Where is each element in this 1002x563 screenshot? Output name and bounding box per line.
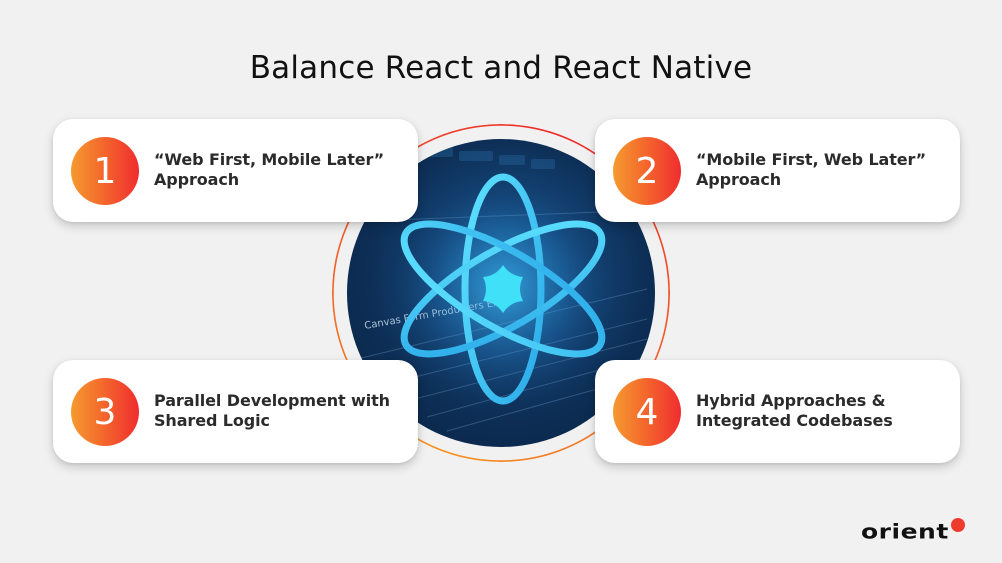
logo-dot-icon — [950, 518, 965, 532]
approach-label: Hybrid Approaches & Integrated Codebases — [696, 391, 893, 430]
number-badge: 1 — [71, 137, 139, 205]
number-badge: 4 — [613, 378, 681, 446]
approach-card-4: 4 Hybrid Approaches & Integrated Codebas… — [595, 360, 960, 463]
orient-logo: orient — [861, 514, 965, 544]
approach-card-2: 2 “Mobile First, Web Later” Approach — [595, 119, 960, 222]
approach-card-1: 1 “Web First, Mobile Later” Approach — [53, 119, 418, 222]
logo-wordmark: orient — [861, 519, 949, 544]
approach-label: “Web First, Mobile Later” Approach — [154, 150, 385, 189]
approach-label: Parallel Development with Shared Logic — [154, 391, 390, 430]
react-atom-icon: Canvas Form Produc ers Elec — [356, 147, 648, 432]
number-badge: 2 — [613, 137, 681, 205]
approach-label: “Mobile First, Web Later” Approach — [696, 150, 927, 189]
page-title: Balance React and React Native — [249, 50, 753, 86]
approach-card-3: 3 Parallel Development with Shared Logic — [53, 360, 418, 463]
number-badge: 3 — [71, 378, 139, 446]
